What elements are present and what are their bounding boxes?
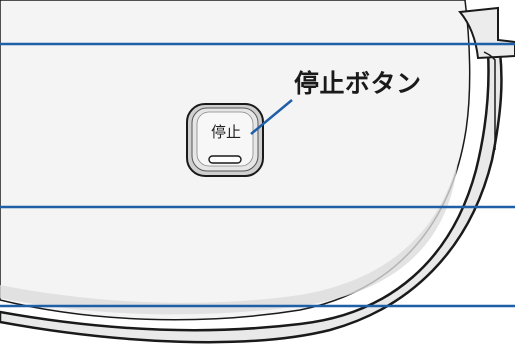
device-hinge — [458, 6, 515, 60]
callout-leader-line — [250, 99, 293, 135]
stop-button-callout: 停止ボタン — [294, 69, 422, 98]
stop-button-label[interactable]: 停止 — [210, 123, 241, 141]
panel-shading — [0, 160, 458, 315]
stop-button-slot-icon — [208, 155, 242, 164]
device-hinge-edge — [483, 51, 496, 150]
stop-button-graphic — [186, 103, 264, 177]
